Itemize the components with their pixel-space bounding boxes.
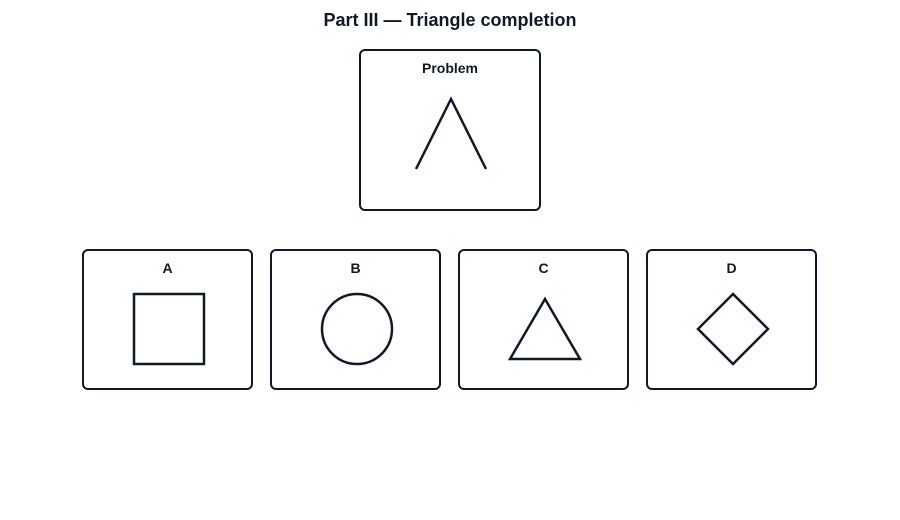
option-a-label: A [162, 260, 173, 276]
option-c-label: C [538, 260, 549, 276]
problem-label: Problem [421, 60, 478, 76]
option-b-label: B [350, 260, 361, 276]
triangle-icon [507, 296, 583, 361]
page-title: Part III — Triangle completion [323, 10, 577, 30]
option-a-card[interactable]: A [82, 249, 253, 390]
square-icon [132, 292, 206, 366]
option-c-card[interactable]: C [458, 249, 629, 390]
open-triangle-icon [414, 96, 488, 170]
option-b-card[interactable]: B [270, 249, 441, 390]
diamond-icon [696, 292, 770, 366]
problem-card: Problem [359, 49, 541, 211]
option-d-card[interactable]: D [646, 249, 817, 390]
circle-icon [320, 292, 394, 366]
option-d-label: D [726, 260, 737, 276]
